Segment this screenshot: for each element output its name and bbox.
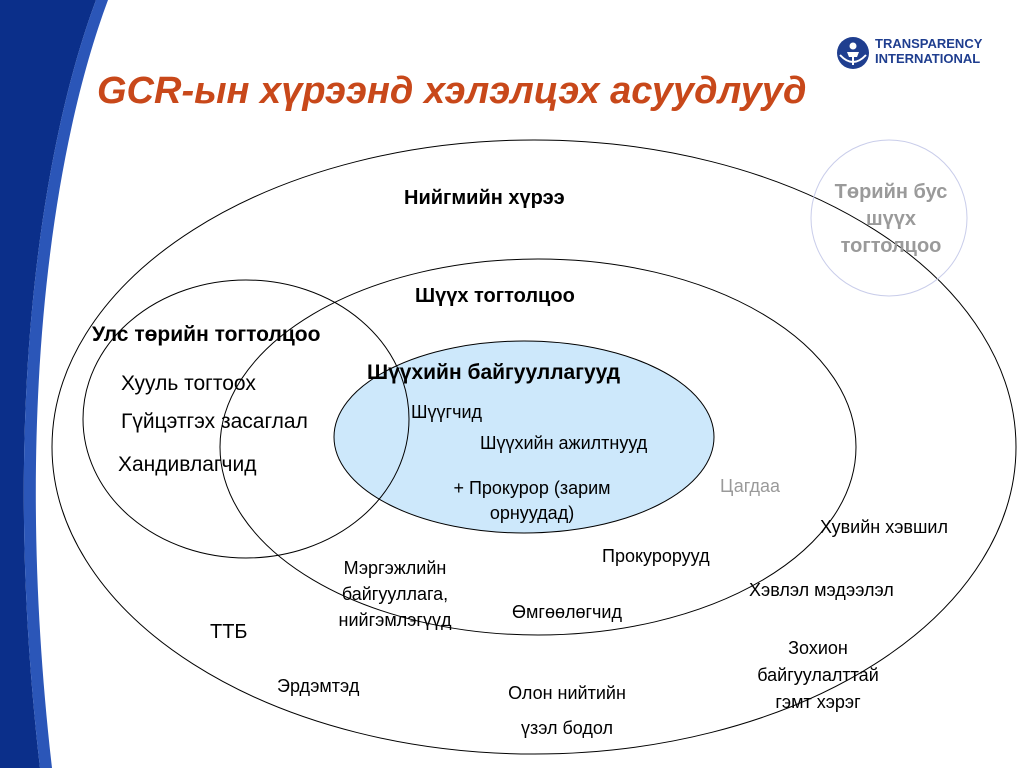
- state-system-ellipse: [82, 279, 410, 559]
- organized-crime-line-1: Зохион: [788, 638, 848, 658]
- private-sector-label: Хувийн хэвшил: [820, 517, 948, 537]
- logo-text: TRANSPARENCY INTERNATIONAL: [875, 36, 982, 66]
- ti-globe-icon: [837, 37, 869, 69]
- mediators-label: Хандивлагчид: [118, 453, 257, 476]
- police-label: Цагдаа: [720, 476, 781, 496]
- public-opinion-line-2: үзэл бодол: [520, 718, 614, 738]
- judicial-orgs-ellipse: [333, 340, 715, 534]
- organized-crime-label: Зохион байгуулалттай гэмт хэрэг: [718, 635, 918, 716]
- professional-orgs-line-3: нийгэмлэгүүд: [338, 610, 452, 630]
- prosecutors-some-line-2: орнуудад): [489, 503, 575, 523]
- prosecutors-label: Прокурорууд: [602, 546, 710, 566]
- judicial-orgs-label: Шүүхийн байгууллагууд: [367, 361, 621, 384]
- society-ellipse: [51, 139, 1017, 755]
- non-state-line-3: тогтолцоо: [840, 235, 942, 257]
- lawyers-label: Өмгөөлөгчид: [512, 602, 622, 622]
- public-opinion-label: Олон нийтийн үзэл бодол: [467, 676, 667, 746]
- left-band-dark: [0, 0, 96, 768]
- legislature-label: Хууль тогтоох: [121, 372, 256, 395]
- non-state-line-2: шүүх: [865, 208, 917, 230]
- non-state-circle: [810, 139, 968, 297]
- academics-label: Эрдэмтэд: [277, 676, 360, 696]
- society-label: Нийгмийн хүрээ: [404, 187, 565, 209]
- logo-line-2: INTERNATIONAL: [875, 51, 981, 66]
- judicial-system-label: Шүүх тогтолцоо: [415, 285, 575, 307]
- court-staff-label: Шүүхийн ажилтнууд: [480, 433, 648, 453]
- page-title: GCR-ын хүрээнд хэлэлцэх асуудлууд: [97, 70, 807, 112]
- public-opinion-line-1: Олон нийтийн: [508, 683, 626, 703]
- non-state-line-1: Төрийн бус: [834, 181, 948, 203]
- judicial-system-ellipse: [219, 258, 857, 636]
- judges-label: Шүүгчид: [411, 402, 482, 422]
- prosecutors-some-label: + Прокурор (зарим орнуудад): [400, 476, 664, 526]
- logo-line-1: TRANSPARENCY: [875, 36, 983, 51]
- left-band-light: [23, 0, 108, 768]
- professional-orgs-line-1: Мэргэжлийн: [343, 558, 447, 578]
- organized-crime-line-2: байгуулалттай: [757, 665, 879, 685]
- professional-orgs-line-2: байгууллага,: [341, 584, 449, 604]
- state-system-label: Улс төрийн тогтолцоо: [92, 323, 321, 346]
- ngo-label: ТТБ: [210, 621, 248, 643]
- professional-orgs-label: Мэргэжлийн байгууллага, нийгэмлэгүүд: [300, 555, 490, 633]
- prosecutors-some-line-1: + Прокурор (зарим: [453, 478, 611, 498]
- transparency-international-logo: TRANSPARENCY INTERNATIONAL: [833, 33, 1003, 73]
- non-state-label: Төрийн бус шүүх тогтолцоо: [812, 179, 970, 260]
- executive-label: Гүйцэтгэх засаглал: [121, 410, 308, 433]
- organized-crime-line-3: гэмт хэрэг: [775, 692, 861, 712]
- media-label: Хэвлэл мэдээлэл: [749, 580, 894, 600]
